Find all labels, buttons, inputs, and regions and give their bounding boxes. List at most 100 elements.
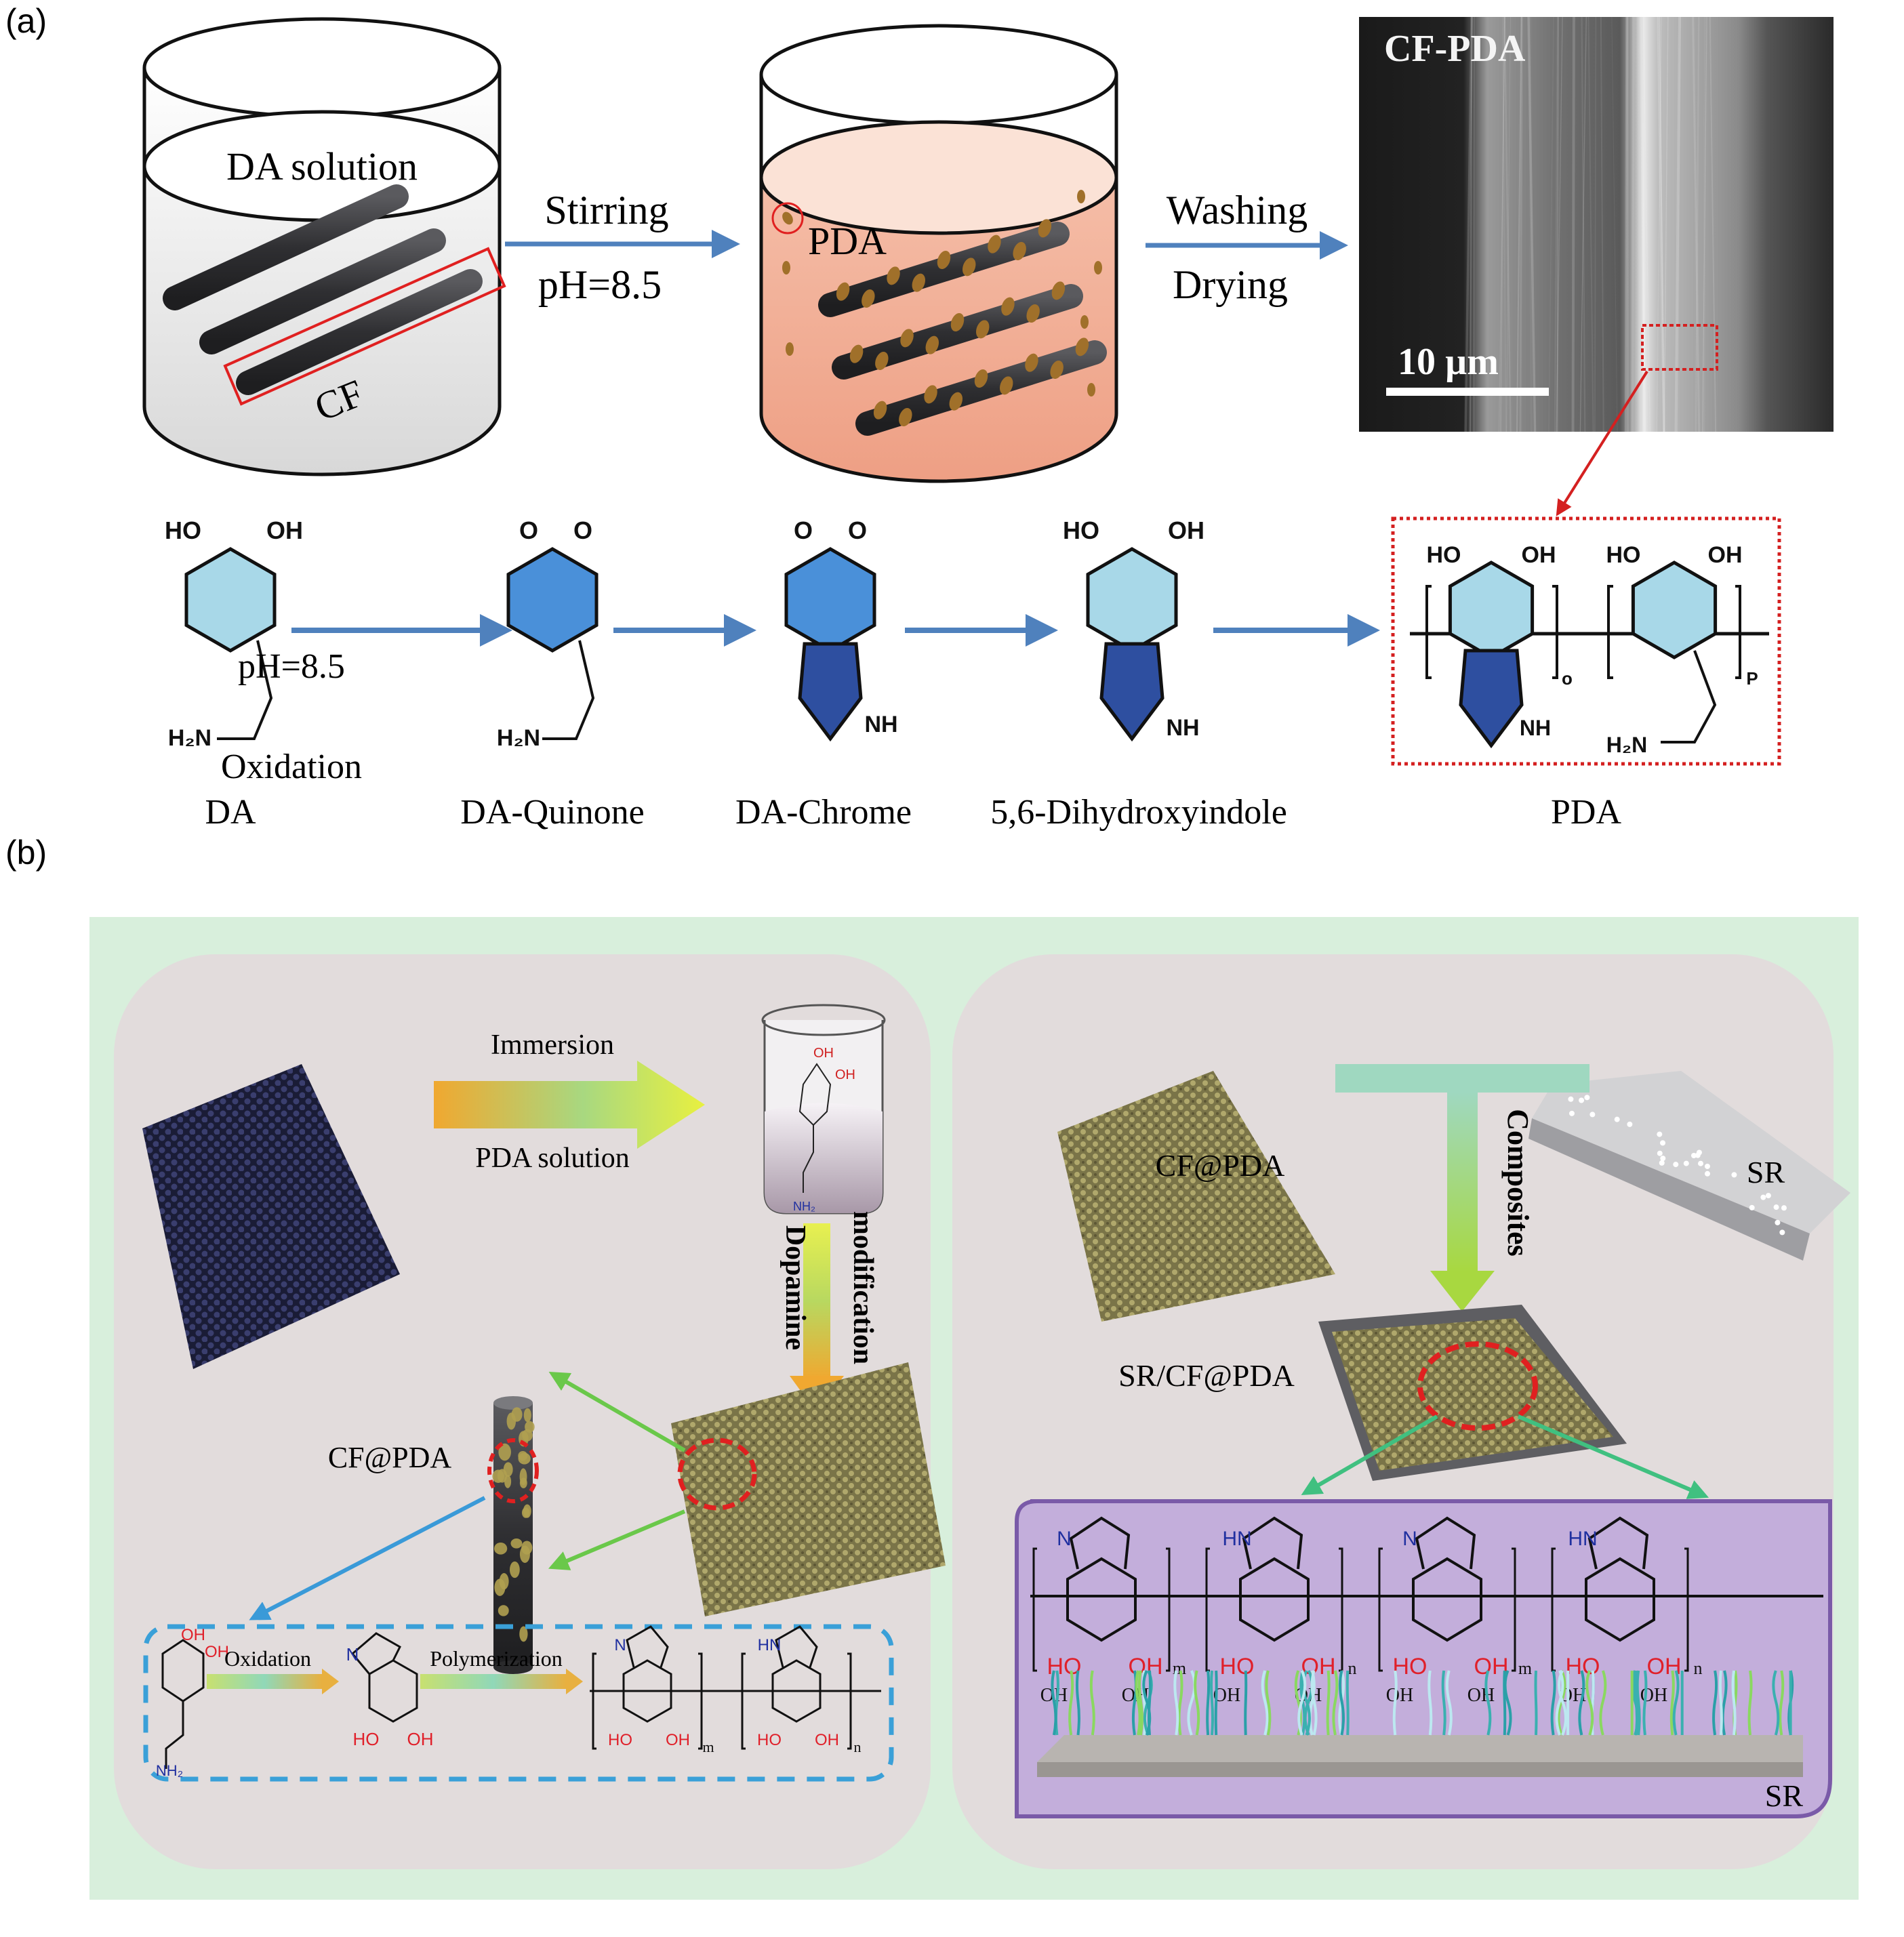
sr-pore [1775,1220,1780,1225]
atom-label: O [573,516,592,544]
sr-pore [1589,1112,1595,1117]
sr-pore [1774,1204,1779,1210]
atom-label: o [1562,668,1573,689]
atom-label: O [519,516,538,544]
sr-pore [1705,1171,1710,1177]
atom-label: n [1348,1658,1357,1678]
composites-label: Composites [1501,1109,1535,1257]
sem-texture [1573,17,1574,432]
sr-pore [1731,1172,1737,1177]
atom-label: NH [1520,716,1551,740]
da-quinone-ring [508,549,596,651]
reaction-scheme-a: HOOHH₂NOOH₂NOONHHOOHNHHOOHHOOHNHH₂NoP [165,516,1769,757]
stirring-label: Stirring [544,188,668,232]
atom-label: OH [1522,542,1556,568]
atom-label: HN [1222,1528,1251,1550]
atom-label: HO [1393,1654,1427,1679]
sr-pore [1781,1205,1787,1210]
sr-label-top: SR [1747,1155,1785,1189]
sr-pore [1657,1132,1662,1137]
atom-label: HO [608,1731,632,1749]
atom-label: NH [1166,715,1199,741]
polymerization-arrow [420,1674,566,1689]
atom-label: OH [181,1626,205,1644]
sr-pore [1779,1229,1785,1235]
atom-label: HO [1063,516,1099,544]
cf-pda-label-right: CF@PDA [1156,1148,1285,1183]
pda-dot [500,1573,509,1589]
da-solution-label: DA solution [226,144,418,188]
sr-cf-pda-label: SR/CF@PDA [1118,1358,1295,1393]
atom-label: HO [165,516,201,544]
cf-pda-fiber [489,1396,537,1674]
sr-pore [1659,1160,1665,1166]
pda-label: PDA [808,219,887,263]
pda-particle [1077,190,1085,203]
sr-pore [1760,1195,1766,1200]
drying-label: Drying [1173,262,1288,307]
stirring-ph-label: pH=8.5 [538,262,662,307]
atom-label: HN [758,1636,782,1654]
pda-ring-2 [1633,563,1715,657]
atom-label: n [854,1738,862,1755]
atom-label: N [1057,1528,1072,1550]
atom-label: m [1518,1658,1532,1678]
sem-title: CF-PDA [1384,28,1526,70]
beaker-pda: PDA [761,26,1116,481]
atom-label: N [1402,1528,1417,1550]
pda-dot [492,1470,504,1483]
sr-pore [1627,1122,1632,1127]
sr-pore [1766,1193,1771,1198]
pda-dot [525,1421,535,1433]
composites-arrow-stem [1447,1093,1478,1272]
pda-particle [786,342,794,356]
pda-dot [520,1468,527,1485]
dihydroxyindole-pyrrole [1101,644,1162,739]
dopamine-beaker: OH OH NH₂ [763,1005,885,1213]
immersion-label: Immersion [491,1029,614,1061]
beaker-da-solution: DA solution CF [144,19,504,474]
atom-label: OH [1168,516,1204,544]
sem-texture [1625,17,1626,432]
pda-dot [510,1538,522,1549]
atom-label: H₂N [1606,733,1647,757]
side-chain [542,640,593,739]
sr-pore [1749,1205,1755,1210]
composites-arrow-bar [1335,1064,1589,1093]
sr-pore [1705,1164,1710,1169]
da-ring [186,549,275,651]
atom-label: OH [666,1731,690,1749]
pda-dot [498,1605,509,1616]
atom-label: n [1694,1658,1703,1678]
interface-chain [1207,1671,1209,1735]
sr-pore [1615,1117,1620,1122]
atom-label: OH [1301,1654,1336,1679]
atom-label: HO [1220,1654,1255,1679]
sr-pore [1691,1153,1697,1158]
atom-label: HO [1606,542,1641,568]
modification-label: modification [847,1211,878,1364]
dopamine-nh2: NH₂ [793,1200,815,1213]
sr-pore [1584,1095,1589,1100]
pda-particle [1087,383,1095,396]
panel-b-label: (b) [5,834,47,872]
polymerization-label: Polymerization [430,1646,563,1671]
washing-label: Washing [1167,188,1308,232]
sem-texture [1632,17,1634,432]
sem-texture [1638,17,1640,432]
pda-dot [522,1507,529,1518]
pda-dot [521,1541,532,1555]
dopamine-label: Dopamine [779,1225,811,1350]
dopamine-oh-2: OH [835,1067,855,1082]
da-chrome-pyrrole [800,644,861,739]
pda-particle [782,261,790,274]
sem-image: CF-PDA 10 µm [1359,17,1834,432]
atom-label: OH [815,1731,839,1749]
cf-pda-label-left: CF@PDA [328,1441,452,1474]
sr-pore [1698,1161,1703,1166]
oxidation-arrow-b [207,1674,322,1689]
interface-chain [1245,1671,1246,1735]
pda-dot [518,1451,527,1461]
compound-label-dihydroxyindole: 5,6-Dihydroxyindole [990,793,1287,832]
